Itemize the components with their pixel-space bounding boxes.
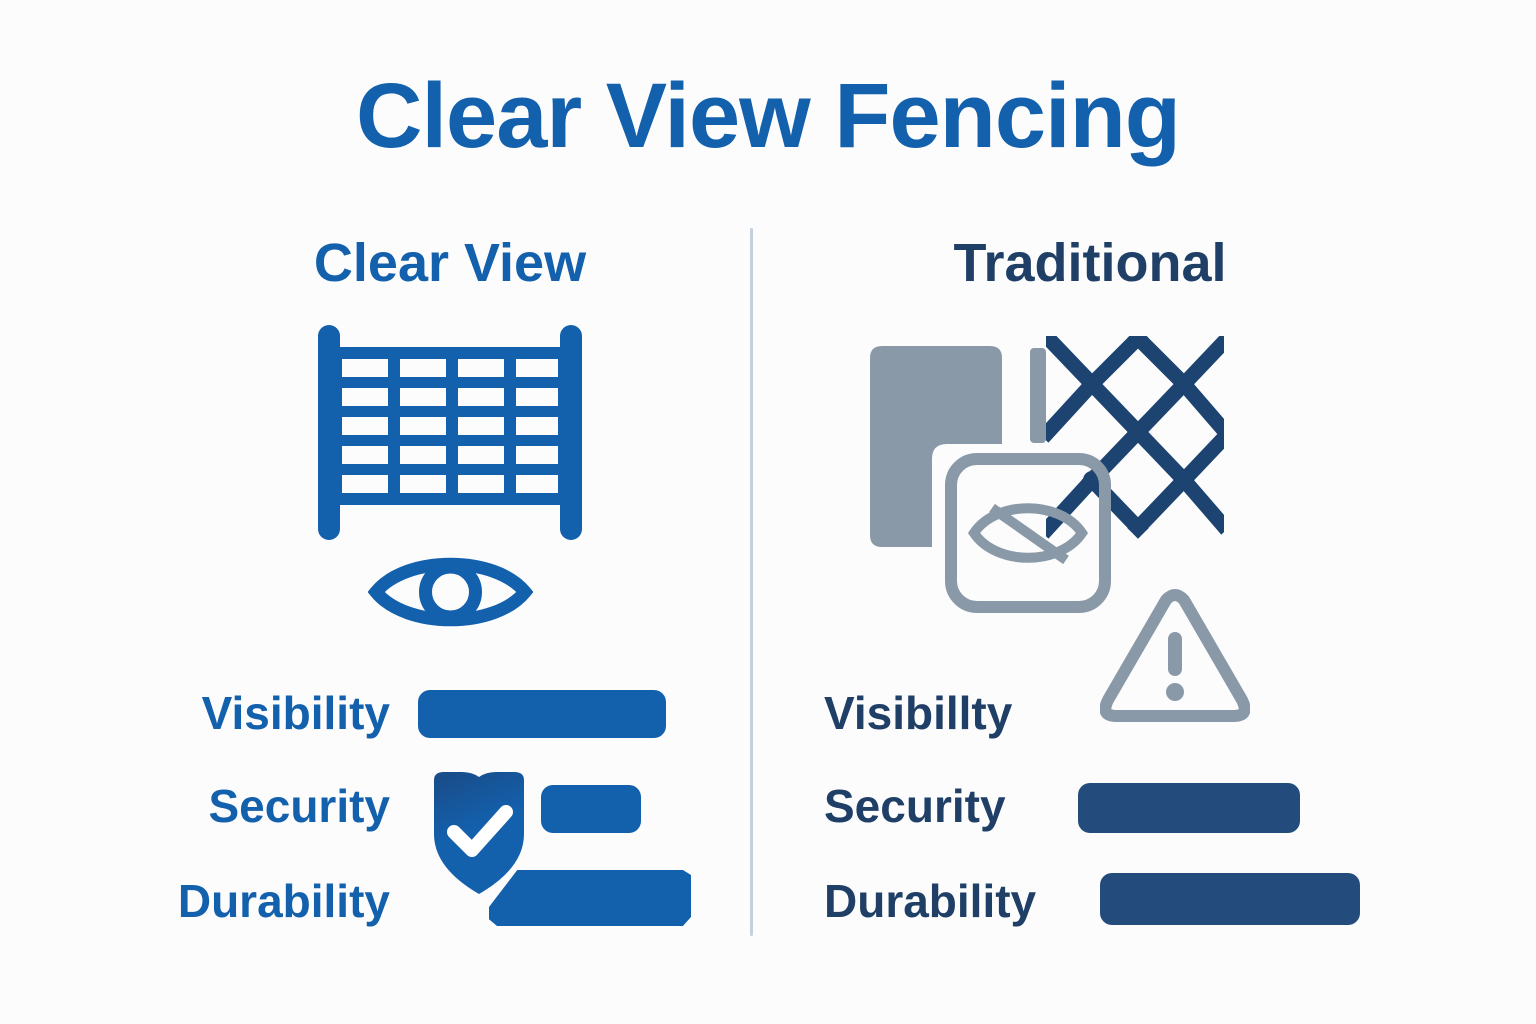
fence-post-icon [1030, 348, 1046, 443]
column-header-clear-view: Clear View [313, 233, 587, 293]
chain-link-mesh-icon [1046, 336, 1224, 539]
solid-block-icon [870, 346, 1002, 547]
metric-bar-durability-clear [489, 870, 691, 926]
column-divider [750, 228, 753, 936]
column-header-traditional: Traditional [953, 233, 1227, 293]
eye-open-icon [368, 557, 533, 627]
metric-label-durability-clear: Durability [177, 875, 390, 927]
metric-label-visibility-clear: Visibility [201, 687, 390, 739]
metric-bar-durability-traditional [1100, 873, 1360, 925]
metric-label-durability-traditional: Durability [824, 875, 1037, 927]
metric-bar-security-clear [541, 785, 641, 833]
eye-slash-blocked-icon [945, 453, 1111, 613]
metric-label-visibility-traditional: Visibillty [824, 687, 1013, 739]
fence-mesh-panel-icon [318, 325, 582, 540]
metric-label-security-traditional: Security [824, 780, 1006, 832]
metric-bar-security-traditional [1078, 783, 1300, 833]
metric-bar-visibility-clear [418, 690, 666, 738]
page-title: Clear View Fencing [356, 65, 1181, 167]
metric-label-security-clear: Security [208, 780, 390, 832]
